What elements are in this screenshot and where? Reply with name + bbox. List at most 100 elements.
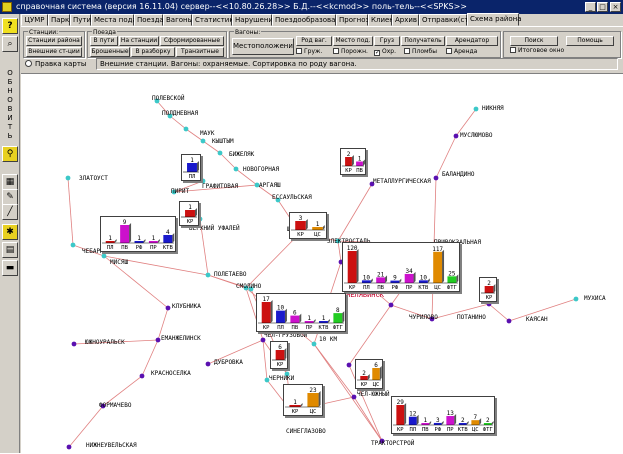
- station-node[interactable]: [139, 373, 145, 379]
- station-node[interactable]: [171, 189, 177, 195]
- tab-11[interactable]: Архив: [392, 14, 419, 26]
- station-node[interactable]: [254, 182, 260, 188]
- station-label[interactable]: 10 КМ: [319, 336, 338, 343]
- station-label[interactable]: ЕССАУЛЬСКАЯ: [272, 194, 312, 201]
- station-node[interactable]: [183, 126, 189, 132]
- station-label[interactable]: ЧУРИЛОВО: [409, 314, 438, 321]
- station-label[interactable]: НИЖНЕУВЕЛЬСКАЯ: [86, 442, 137, 449]
- station-label[interactable]: ЧЕРНИКИ: [269, 375, 295, 382]
- station-label[interactable]: ЧЕЛ-ГРУЗОВОЙ: [264, 332, 308, 339]
- station-label[interactable]: КРАСНОСЕЛКА: [151, 370, 191, 377]
- place-button[interactable]: Место под.: [333, 36, 373, 46]
- station-label[interactable]: КЛУБНИКА: [172, 303, 201, 310]
- grid-icon[interactable]: ▤: [2, 242, 18, 258]
- zoom-icon[interactable]: ⌕: [2, 36, 18, 52]
- stations-district-button[interactable]: Станции района: [26, 36, 82, 46]
- filter-checkbox-3[interactable]: Пломбы: [404, 48, 437, 56]
- filter-checkbox-1[interactable]: Порожн.: [333, 48, 368, 56]
- draw-icon[interactable]: ╱: [2, 204, 18, 220]
- help-button[interactable]: Помощь: [566, 36, 614, 46]
- station-node[interactable]: [346, 362, 352, 368]
- station-node[interactable]: [155, 337, 161, 343]
- station-node[interactable]: [260, 337, 266, 343]
- tab-0[interactable]: ЦУМР: [21, 14, 48, 26]
- station-label[interactable]: СИНЕГЛАЗОВО: [286, 428, 326, 435]
- cargo-button[interactable]: Груз: [374, 36, 400, 46]
- station-label[interactable]: ТРАКТОРСТРОЙ: [371, 440, 415, 447]
- paint-icon[interactable]: ▦: [2, 174, 18, 190]
- station-node[interactable]: [167, 113, 173, 119]
- search-button[interactable]: Поиск: [510, 36, 558, 46]
- trains-transit-button[interactable]: Транзитные: [176, 47, 224, 57]
- tab-12[interactable]: Отправки(стар): [419, 14, 480, 26]
- tab-7[interactable]: Нарушения: [232, 14, 277, 26]
- checkbox-box[interactable]: [333, 48, 339, 54]
- station-label[interactable]: МУСЛЮМОВО: [460, 132, 493, 139]
- trains-formed-button[interactable]: Сформированные: [160, 36, 224, 46]
- station-node[interactable]: [275, 197, 281, 203]
- station-label[interactable]: ПОЛДНЕВНАЯ: [162, 110, 199, 117]
- filter-checkbox-0[interactable]: Груж.: [296, 48, 322, 56]
- station-label[interactable]: КЫШТЫМ: [212, 138, 234, 145]
- station-label[interactable]: МИСЯШ: [110, 259, 129, 266]
- station-node[interactable]: [429, 316, 435, 322]
- station-label[interactable]: МУХИСА: [584, 295, 606, 302]
- station-node[interactable]: [205, 361, 211, 367]
- location-button[interactable]: Местоположение: [232, 38, 294, 55]
- station-node[interactable]: [66, 444, 72, 450]
- station-label[interactable]: ВЕРХНИЙ УФАЛЕЙ: [189, 225, 240, 232]
- tab-1[interactable]: Парки: [48, 14, 74, 26]
- station-label[interactable]: МЕТАЛЛУРГИЧЕСКАЯ: [373, 178, 431, 185]
- external-stations-button[interactable]: Внешние ст-ции: [26, 47, 82, 57]
- trains-en-route-button[interactable]: В пути: [90, 36, 118, 46]
- station-node[interactable]: [200, 138, 206, 144]
- station-node[interactable]: [311, 341, 317, 347]
- station-label[interactable]: СМОЛИНО: [236, 283, 262, 290]
- station-label[interactable]: ПОТАНИНО: [457, 314, 486, 321]
- station-node[interactable]: [100, 403, 106, 409]
- filter-checkbox-2[interactable]: ✓Охр.: [374, 48, 396, 56]
- station-node[interactable]: [369, 181, 375, 187]
- checkbox-box[interactable]: [296, 48, 302, 54]
- help-icon[interactable]: ?: [2, 18, 18, 34]
- station-node[interactable]: [71, 341, 77, 347]
- checkbox-box[interactable]: ✓: [374, 49, 381, 56]
- station-label[interactable]: ПИРИТ: [171, 188, 190, 195]
- station-label[interactable]: ЮЖНОУРАЛЬСК: [85, 339, 125, 346]
- trains-at-station-button[interactable]: На станции: [119, 36, 159, 46]
- final-window-checkbox[interactable]: Итоговое окно: [510, 47, 564, 55]
- station-label[interactable]: ЧЕЛЯБИНСК: [346, 291, 384, 299]
- station-node[interactable]: [433, 175, 439, 181]
- tab-2[interactable]: Пути: [70, 14, 91, 26]
- station-node[interactable]: [335, 238, 341, 244]
- station-label[interactable]: ДУБРОВКА: [214, 359, 243, 366]
- search-icon[interactable]: ⚲: [2, 146, 18, 162]
- station-label[interactable]: ЗЛАТОУСТ: [79, 175, 108, 182]
- station-label[interactable]: АРГАЯШ: [259, 182, 281, 189]
- station-label[interactable]: ПОЛЕТАЕВО: [214, 271, 247, 278]
- station-node[interactable]: [379, 438, 385, 444]
- station-node[interactable]: [573, 296, 579, 302]
- settings-icon[interactable]: ✱: [2, 224, 18, 240]
- station-node[interactable]: [233, 166, 239, 172]
- pencil-icon[interactable]: ✎: [2, 189, 18, 205]
- tab-3[interactable]: Места подачи: [91, 14, 145, 26]
- station-node[interactable]: [248, 286, 254, 292]
- trains-disassembly-button[interactable]: В разборку: [131, 47, 175, 57]
- tab-8[interactable]: Поездообразование: [272, 14, 349, 26]
- station-node[interactable]: [65, 175, 71, 181]
- minimize-button[interactable]: _: [585, 2, 596, 12]
- tab-6[interactable]: Статистика: [192, 14, 238, 26]
- tab-4[interactable]: Поезда: [134, 14, 164, 26]
- station-label[interactable]: ЭЛЕКТРОСТАЛЬ: [327, 238, 370, 245]
- station-node[interactable]: [154, 98, 160, 104]
